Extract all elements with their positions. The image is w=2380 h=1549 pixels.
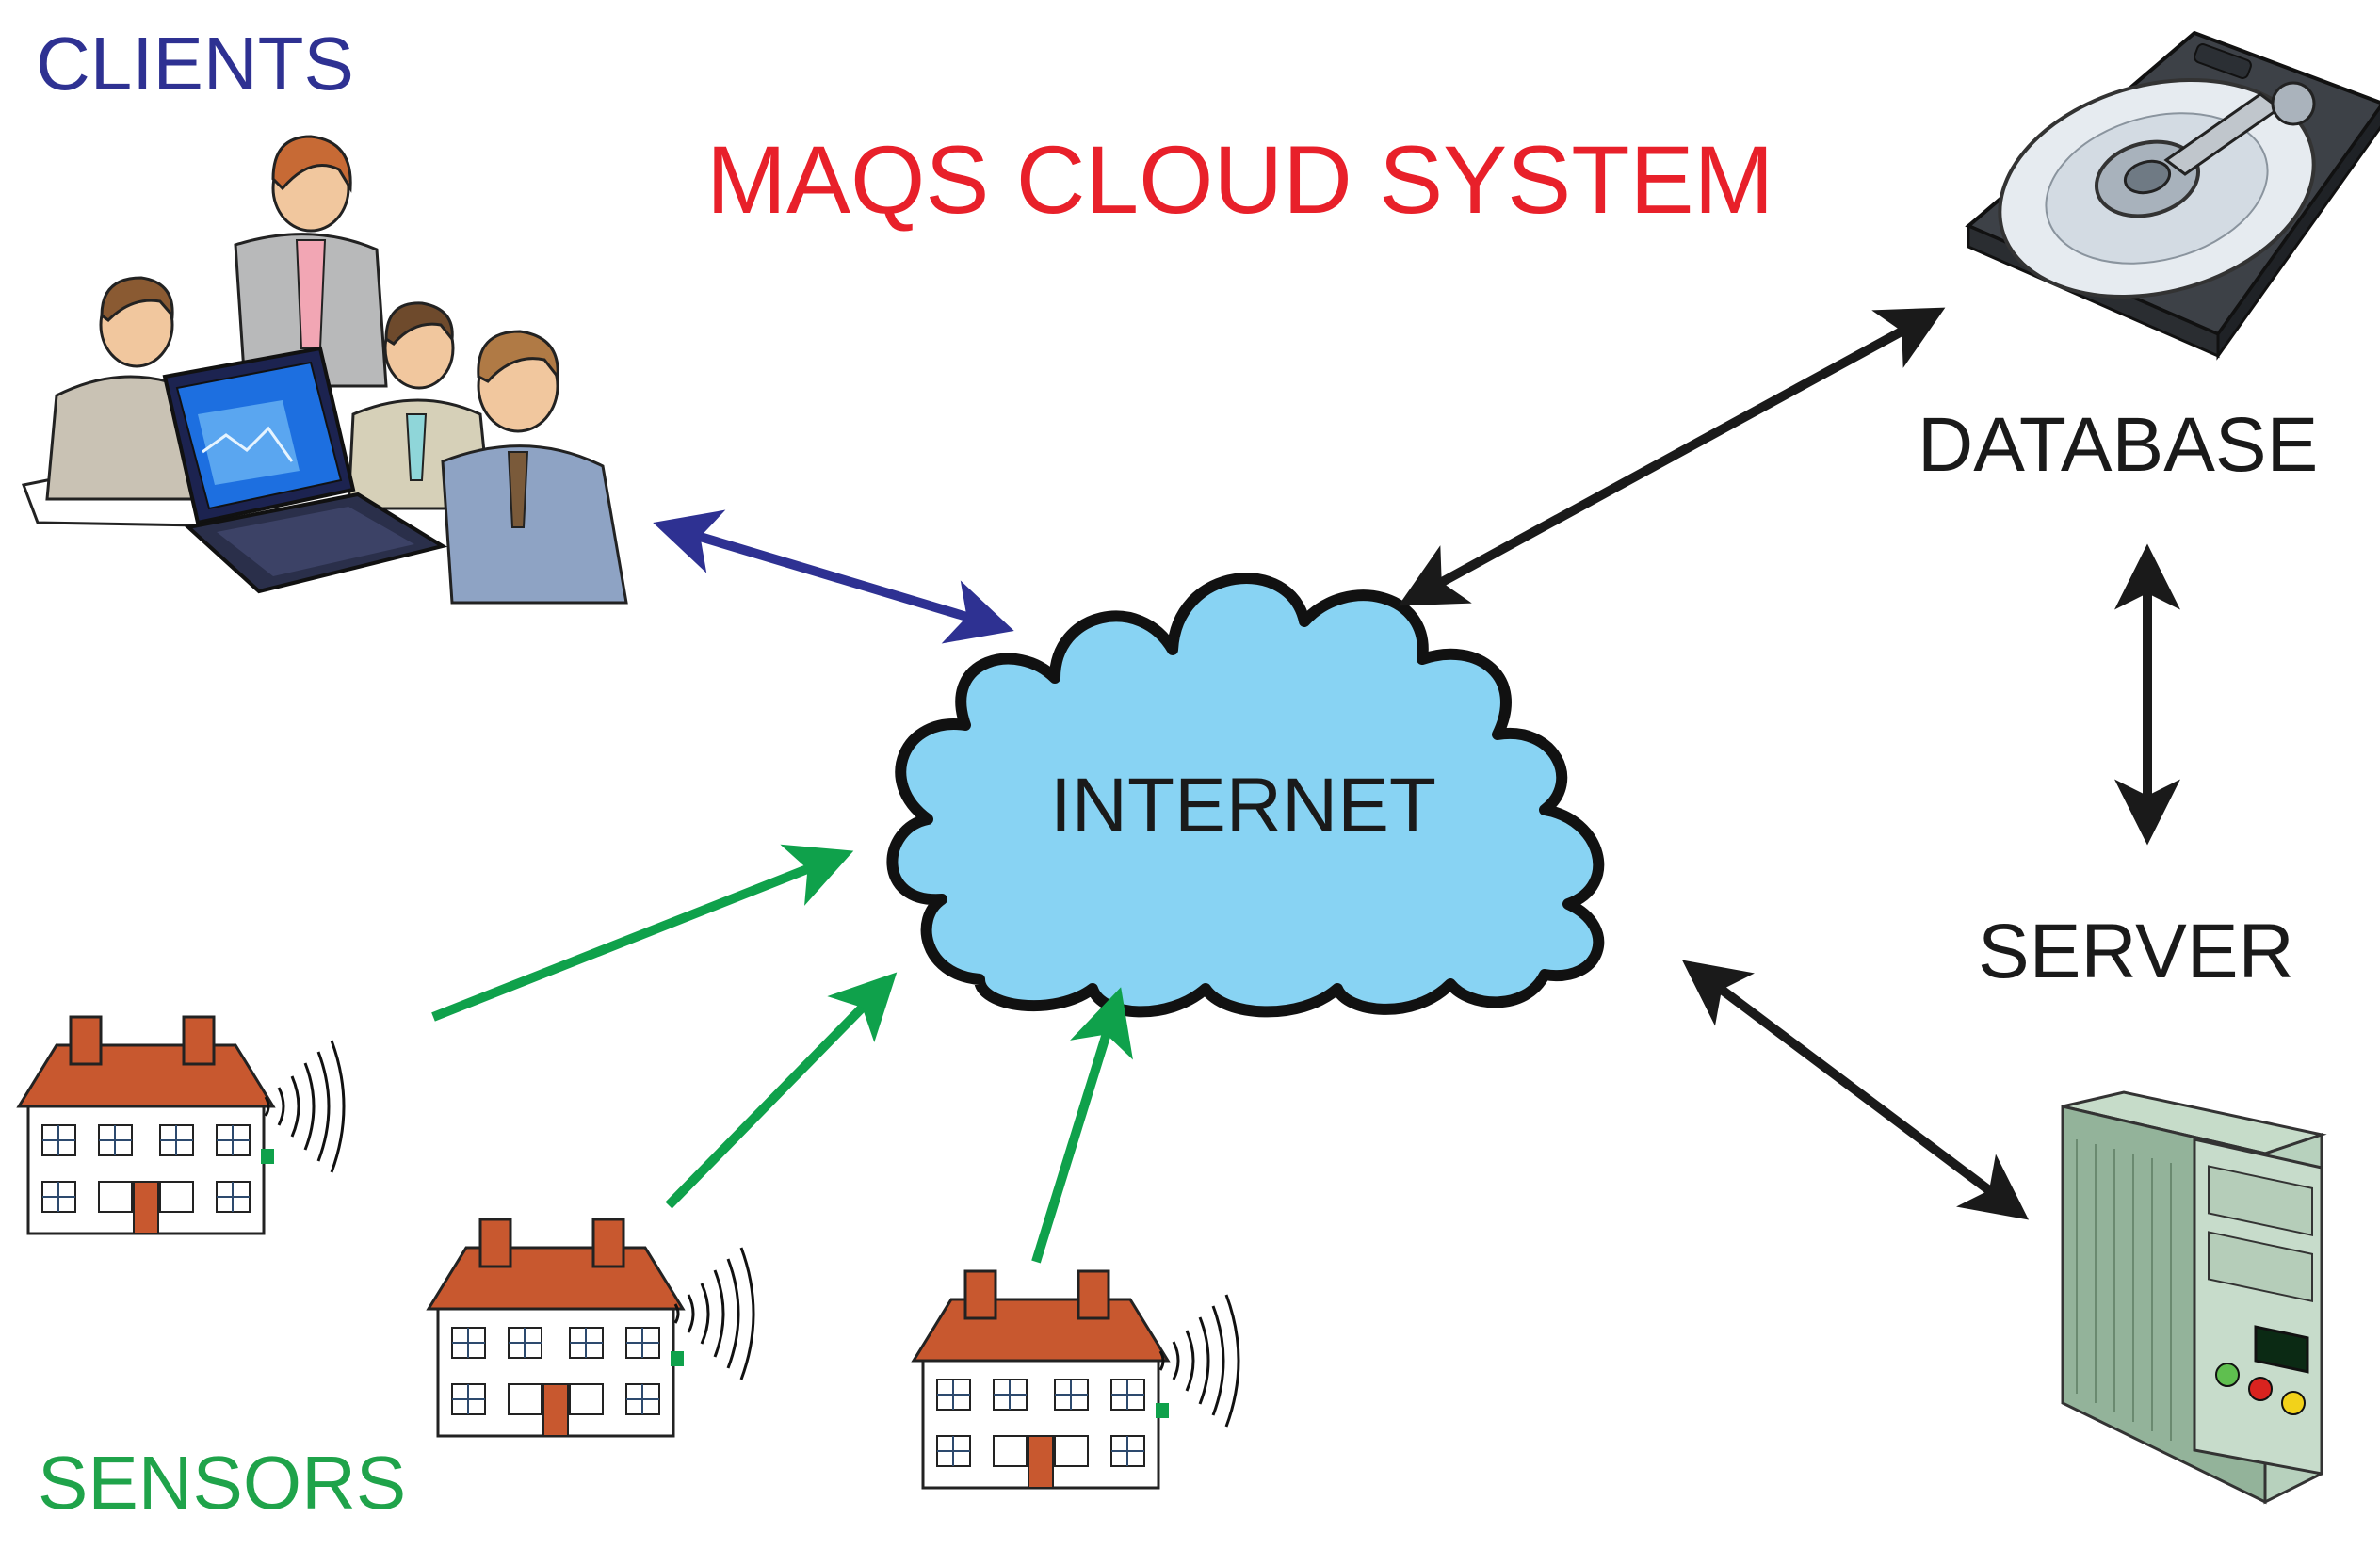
person-left-man	[45, 276, 219, 501]
person-standing-woman	[234, 135, 388, 388]
clients-label: CLIENTS	[36, 22, 354, 105]
clients-illustration	[21, 135, 628, 605]
database-label: DATABASE	[1918, 402, 2319, 488]
internet-cloud	[886, 573, 1605, 1018]
sensors-label: SENSORS	[38, 1441, 407, 1525]
arrow-internet-database	[1398, 307, 1946, 606]
sensor-house-3	[912, 1269, 1171, 1490]
diagram-title: MAQS CLOUD SYSTEM	[706, 126, 1774, 234]
sensor-waves-3-icon	[1158, 1293, 1240, 1428]
arrow-clients-internet	[653, 509, 1014, 644]
database-hard-drive-illustration	[1965, 30, 2380, 361]
server-label: SERVER	[1978, 909, 2294, 994]
arrow-sensor1-internet	[431, 844, 854, 1022]
person-right-man	[441, 330, 628, 605]
arrow-sensor2-internet	[665, 972, 898, 1209]
sensor-house-2	[427, 1218, 686, 1438]
server-tower-illustration	[2061, 1090, 2327, 1505]
sensor-waves-1-icon	[264, 1039, 346, 1174]
sensor-house-1	[17, 1015, 276, 1235]
laptop	[162, 346, 448, 594]
arrow-internet-server	[1682, 960, 2029, 1220]
internet-label: INTERNET	[1050, 763, 1436, 848]
sensor-waves-2-icon	[673, 1246, 755, 1381]
arrow-sensor3-internet	[1031, 987, 1133, 1264]
